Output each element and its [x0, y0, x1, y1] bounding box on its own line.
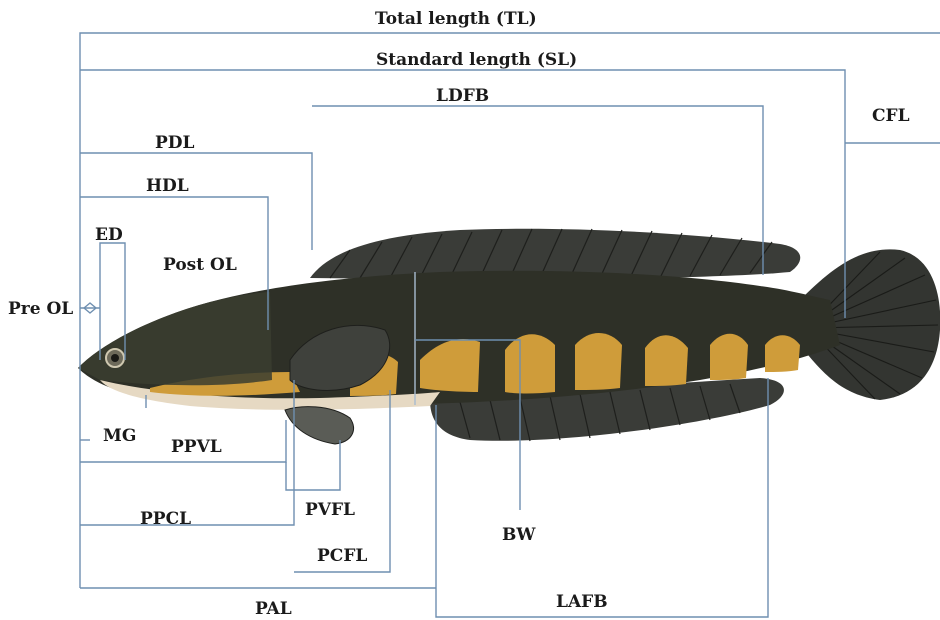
label-pvfl: PVFL: [305, 500, 355, 520]
label-cfl: CFL: [872, 106, 910, 126]
label-ppcl: PPCL: [140, 509, 191, 529]
label-post-ol: Post OL: [163, 255, 237, 275]
label-pre-ol: Pre OL: [8, 299, 73, 319]
label-ppvl: PPVL: [171, 437, 222, 457]
label-sl: Standard length (SL): [376, 50, 577, 70]
label-bw: BW: [502, 525, 536, 545]
label-pdl: PDL: [155, 133, 195, 153]
label-pal: PAL: [255, 599, 292, 619]
label-ed: ED: [95, 225, 123, 245]
label-mg: MG: [103, 426, 136, 446]
label-hdl: HDL: [146, 176, 189, 196]
label-ldfb: LDFB: [436, 86, 489, 106]
label-tl: Total length (TL): [375, 9, 537, 29]
label-pcfl: PCFL: [317, 546, 367, 566]
label-lafb: LAFB: [556, 592, 608, 612]
fish-head: [78, 292, 272, 385]
pelvic-fin: [285, 407, 354, 444]
